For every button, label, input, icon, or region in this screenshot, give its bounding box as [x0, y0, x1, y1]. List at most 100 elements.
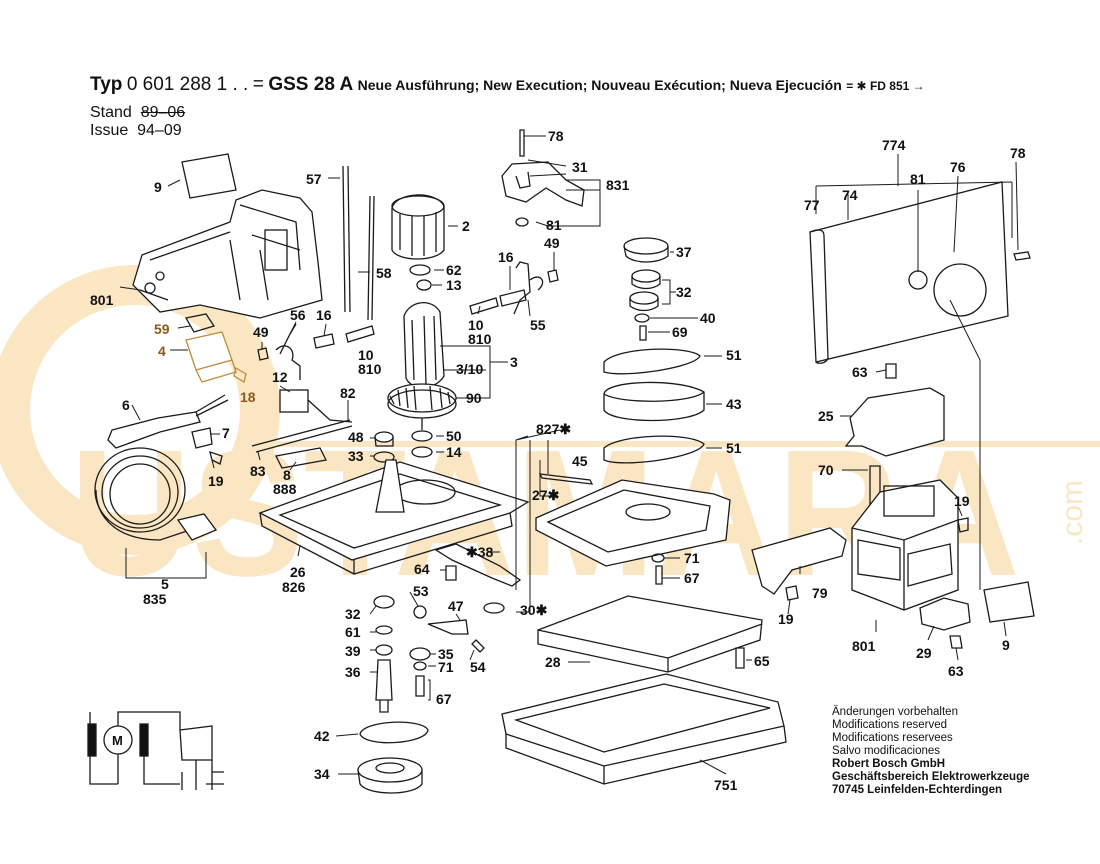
label-14: 14 — [446, 444, 462, 460]
brush-holder-16-left — [313, 333, 335, 349]
lever-47 — [427, 619, 469, 635]
label-51-bottom: 51 — [726, 440, 742, 456]
typ-label: Typ — [90, 74, 123, 95]
label-83: 83 — [250, 463, 266, 479]
screw-19-left — [209, 451, 223, 465]
label-34: 34 — [314, 766, 330, 782]
label-2: 2 — [462, 218, 470, 234]
leader-lines — [119, 135, 1019, 775]
rod-58 — [367, 195, 375, 321]
label-18: 18 — [240, 389, 256, 405]
pin-54 — [471, 639, 485, 653]
dust-frame-751 — [501, 673, 787, 785]
brush-holder-16-right — [499, 289, 527, 307]
label-63-lower: 63 — [948, 663, 964, 679]
label-67-left: 67 — [436, 691, 452, 707]
issue-value: 94–09 — [137, 122, 182, 139]
washer-62 — [409, 264, 431, 276]
label-63-upper: 63 — [852, 364, 868, 380]
label-30: 30✱ — [520, 602, 548, 618]
screw-78-right — [1013, 251, 1031, 261]
clamp-band-51-top — [603, 348, 701, 375]
housing-left — [132, 189, 323, 319]
label-49-left: 49 — [253, 324, 269, 340]
issue-label: Issue — [90, 122, 129, 139]
label-54: 54 — [470, 659, 486, 675]
label-7: 7 — [222, 425, 230, 441]
fd-reference: = ✱ FD 851 → — [846, 79, 925, 93]
bearing-35 — [409, 647, 431, 661]
stand-old-value: 89–06 — [140, 104, 186, 121]
strip-45 — [538, 473, 594, 485]
label-69: 69 — [672, 324, 688, 340]
note-line: Salvo modificaciones — [832, 745, 941, 757]
label-32-left: 32 — [345, 606, 361, 622]
washer-40 — [634, 313, 650, 323]
bearing-32-upper — [631, 269, 661, 283]
watermark-suffix: .com — [1056, 480, 1089, 545]
label-810-right: 810 — [468, 331, 492, 347]
label-76: 76 — [950, 159, 966, 175]
power-cord-6 — [94, 394, 229, 541]
label-13: 13 — [446, 277, 462, 293]
label-90: 90 — [466, 390, 482, 406]
label-81-top: 81 — [546, 217, 562, 233]
motor-housing-right — [851, 479, 959, 611]
label-77: 77 — [804, 197, 820, 213]
bearing-39 — [375, 644, 393, 656]
equals-sign: = — [252, 74, 264, 95]
label-29: 29 — [916, 645, 932, 661]
company-name: Robert Bosch GmbH — [832, 758, 946, 770]
label-36: 36 — [345, 664, 361, 680]
wiring-schematic — [87, 711, 224, 790]
label-56: 56 — [290, 307, 306, 323]
washer-61 — [375, 625, 393, 635]
label-48: 48 — [348, 429, 364, 445]
label-79: 79 — [812, 585, 828, 601]
stand-issue-block: Stand 89–06 Issue 94–09 — [90, 104, 185, 140]
label-32-right: 32 — [676, 284, 692, 300]
handle-cover-79 — [751, 527, 847, 595]
label-65: 65 — [754, 653, 770, 669]
label-47: 47 — [448, 598, 464, 614]
label-82: 82 — [340, 385, 356, 401]
label-78-top: 78 — [548, 128, 564, 144]
bearing-32-shaft — [373, 595, 395, 609]
label-38: ✱38 — [466, 544, 494, 560]
execution-text: Neue Ausführung; New Execution; Nouveau … — [357, 77, 842, 93]
cover-25 — [844, 387, 945, 457]
label-5: 5 — [161, 576, 169, 592]
sanding-plate-28 — [537, 595, 763, 673]
spring-55 — [513, 261, 544, 315]
label-67-right: 67 — [684, 570, 700, 586]
label-37: 37 — [676, 244, 692, 260]
label-26: 26 — [290, 564, 306, 580]
label-19-right: 19 — [954, 493, 970, 509]
label-51-top: 51 — [726, 347, 742, 363]
label-28: 28 — [545, 654, 561, 670]
armature-3 — [387, 302, 457, 430]
part-labels: 9 57 58 801 59 4 18 6 7 19 5 835 49 56 1… — [90, 128, 1026, 793]
label-35: 35 — [438, 646, 454, 662]
note-line: Modifications reserved — [832, 719, 948, 731]
label-810-left: 810 — [358, 361, 382, 377]
label-25: 25 — [818, 408, 834, 424]
label-801-right: 801 — [852, 638, 876, 654]
pulley-34 — [357, 757, 423, 783]
clip-59 — [184, 313, 216, 333]
label-49-right: 49 — [544, 235, 560, 251]
plate-8 — [275, 447, 327, 469]
note-line: Änderungen vorbehalten — [832, 706, 958, 718]
label-31: 31 — [572, 159, 588, 175]
label-57: 57 — [306, 171, 322, 187]
rod-57 — [342, 165, 351, 313]
clamp-7 — [191, 427, 213, 449]
screw-18 — [233, 366, 247, 384]
label-43: 43 — [726, 396, 742, 412]
label-835: 835 — [143, 591, 167, 607]
label-4: 4 — [158, 343, 166, 359]
part-49-left — [257, 347, 269, 361]
brush-10-left — [345, 325, 375, 343]
field-coil-2 — [391, 194, 445, 260]
